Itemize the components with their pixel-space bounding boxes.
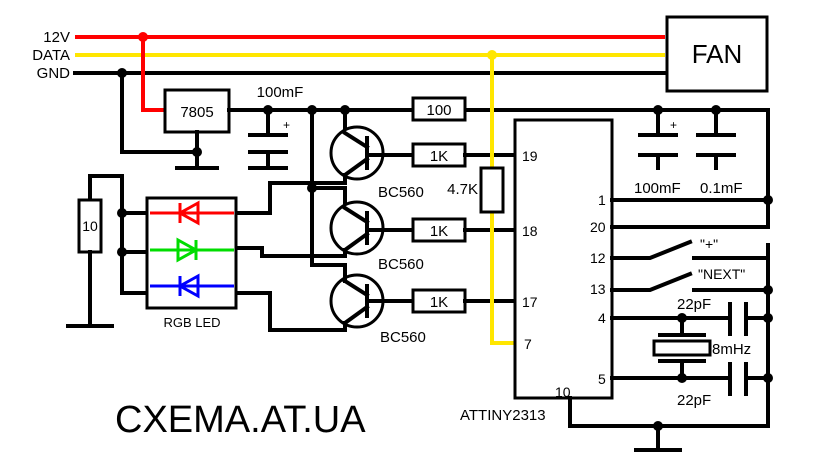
transistor-2-collector: [342, 231, 370, 253]
mcu-label: ATTINY2313: [460, 407, 546, 424]
pin20: 20: [590, 219, 606, 235]
transistor-1-label: BC560: [378, 184, 424, 201]
resistor-10-label: 10: [82, 218, 98, 234]
cap-main-label: 100mF: [257, 84, 304, 101]
transistor-1-collector: [342, 156, 370, 178]
rail-label-12v: 12V: [43, 29, 70, 46]
led-blue-diode: [176, 273, 200, 299]
pin19: 19: [522, 148, 538, 164]
pin13: 13: [590, 281, 606, 297]
watermark: CXEMA.AT.UA: [115, 399, 366, 441]
regulator-7805: [163, 88, 231, 134]
button-plus-switch: [610, 239, 693, 260]
transistor-2-emitter: [342, 205, 370, 225]
wire-collector-green: [234, 246, 347, 258]
wire-collector-blue: [234, 291, 347, 332]
node-regulator-gnd: [192, 147, 202, 157]
pin7: 7: [524, 336, 532, 352]
crystal-label: 8mHz: [712, 341, 751, 358]
pin17: 17: [522, 294, 538, 310]
wire-pin20: [610, 198, 770, 229]
cap-main-plus: +: [283, 118, 290, 132]
resistor-1k-2-label: 1K: [430, 223, 448, 240]
wire-resistor-10-top: [88, 174, 124, 295]
wire-emitter-bus: [310, 108, 347, 267]
fan-box: [665, 15, 769, 93]
mcu-box: [513, 118, 614, 400]
wire-data-pin7-lower: [490, 212, 515, 345]
node-cap-22pf-top: [763, 313, 773, 323]
resistor-4k7: [479, 166, 505, 214]
resistor-4k7-label: 4.7K: [447, 181, 478, 198]
pin18: 18: [522, 223, 538, 239]
pin12: 12: [590, 250, 606, 266]
transistor-2-label: BC560: [378, 256, 424, 273]
button-next-switch: [610, 271, 693, 292]
resistor-1k-1-label: 1K: [430, 148, 448, 165]
wire-5v-bus-right: [463, 108, 770, 202]
led-red-diode: [176, 200, 200, 226]
cap-right-1-label: 100mF: [634, 180, 681, 197]
wire-collector-red: [234, 173, 347, 215]
pin5: 5: [598, 371, 606, 387]
cap-right-1-plus: +: [670, 118, 677, 132]
transistor-1-emitter: [342, 130, 370, 150]
node-cap-22pf-bottom: [763, 373, 773, 383]
wire-12v-regulator: [141, 37, 165, 112]
rail-label-gnd: GND: [37, 65, 71, 82]
wire-ground-rail-right: [656, 243, 770, 428]
cap-right-2-label: 0.1mF: [700, 180, 743, 197]
rgb-led-label: RGB LED: [163, 315, 220, 330]
fan-label: FAN: [692, 39, 743, 69]
pin10: 10: [555, 384, 571, 400]
pin4: 4: [598, 310, 606, 326]
transistor-3-emitter: [342, 278, 370, 298]
wire-emitter-t2: [310, 186, 347, 210]
cap-22pf-top-label: 22pF: [677, 296, 711, 313]
wire-pin10-gnd: [568, 396, 660, 452]
transistor-3-label: BC560: [380, 329, 426, 346]
crystal-body: [652, 339, 712, 357]
resistor-1k-3-label: 1K: [430, 294, 448, 311]
node-button-next: [763, 285, 773, 295]
button-next-label: "NEXT": [698, 266, 745, 282]
resistor-100-label: 100: [426, 102, 451, 119]
led-green-diode: [176, 237, 200, 263]
resistor-100: [411, 96, 467, 122]
wire-gnd-regulator: [120, 71, 199, 154]
cap-22pf-bottom-label: 22pF: [677, 392, 711, 409]
regulator-label: 7805: [180, 104, 213, 121]
button-plus-label: "+": [700, 236, 718, 252]
pin1: 1: [598, 192, 606, 208]
transistor-3-collector: [342, 304, 370, 326]
rail-label-data: DATA: [32, 47, 70, 64]
